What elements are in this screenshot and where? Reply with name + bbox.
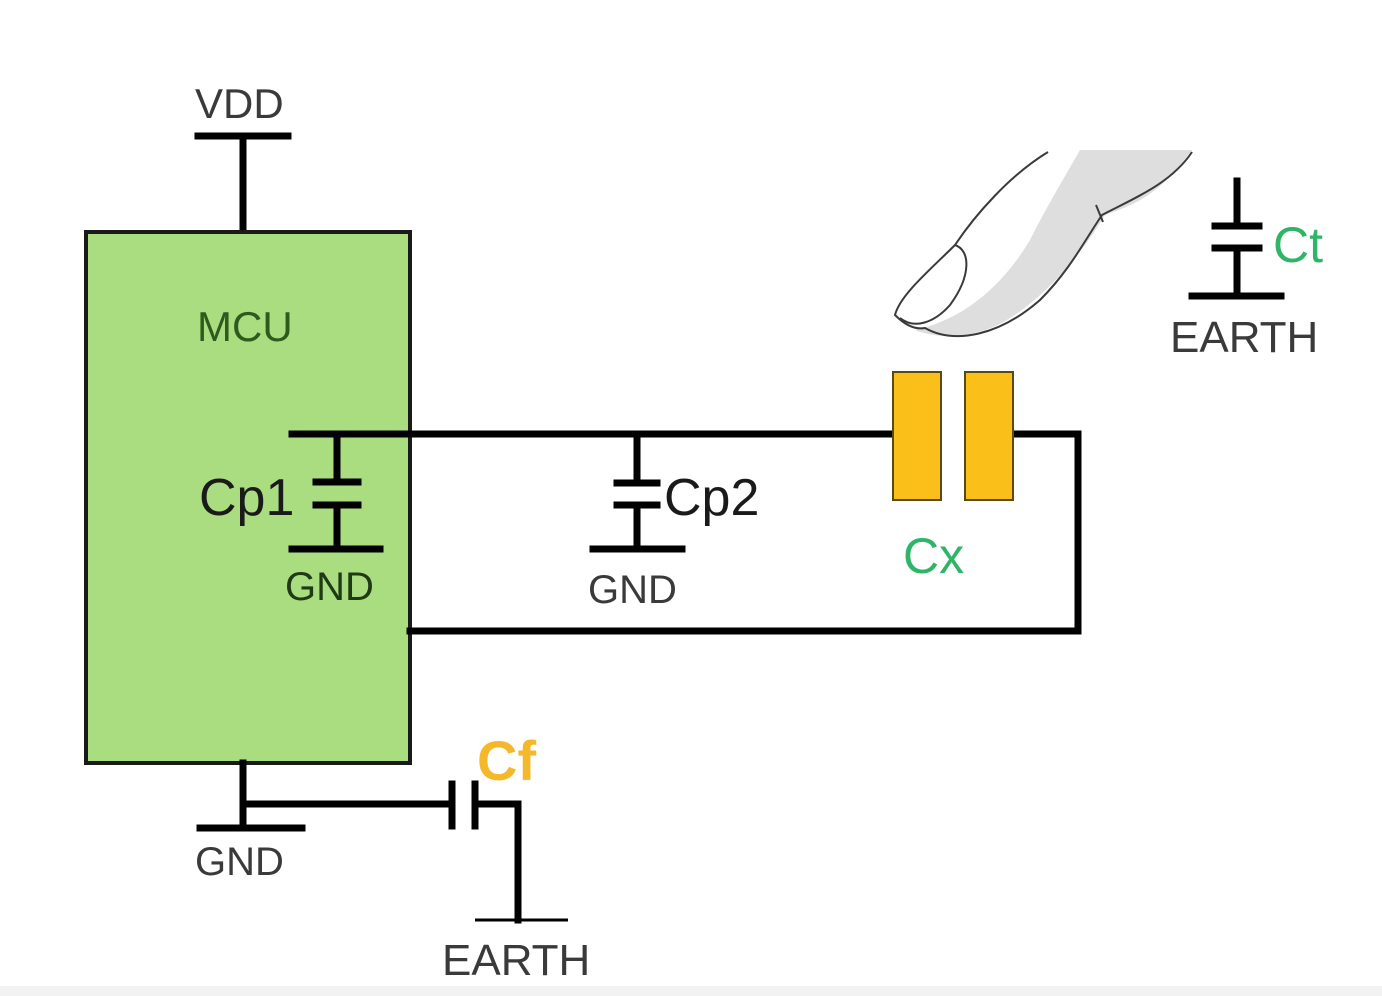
mcu-block <box>84 230 412 765</box>
ct-label: Ct <box>1273 217 1323 273</box>
cf-label: Cf <box>477 729 536 792</box>
bottom-strip <box>0 986 1382 996</box>
cf-earth-label: EARTH <box>442 936 590 985</box>
mcu-gnd-label: GND <box>195 840 284 884</box>
cx-label: Cx <box>903 528 964 584</box>
cf-capacitor <box>239 780 568 924</box>
cx-electrode-right <box>964 371 1014 501</box>
cp2-gnd-label: GND <box>588 568 677 612</box>
return-line <box>406 430 1082 635</box>
cp1-label: Cp1 <box>199 469 294 527</box>
cp1-capacitor <box>288 430 384 553</box>
cp1-gnd-label: GND <box>285 565 374 609</box>
finger-icon <box>893 150 1193 338</box>
vdd-label: VDD <box>195 80 284 127</box>
cx-electrode-left <box>892 371 942 501</box>
cp2-label: Cp2 <box>664 469 759 527</box>
cp2-capacitor <box>589 430 686 553</box>
ct-capacitor <box>1188 177 1285 300</box>
ct-earth-label: EARTH <box>1170 313 1318 362</box>
mcu-label: MCU <box>197 303 293 350</box>
